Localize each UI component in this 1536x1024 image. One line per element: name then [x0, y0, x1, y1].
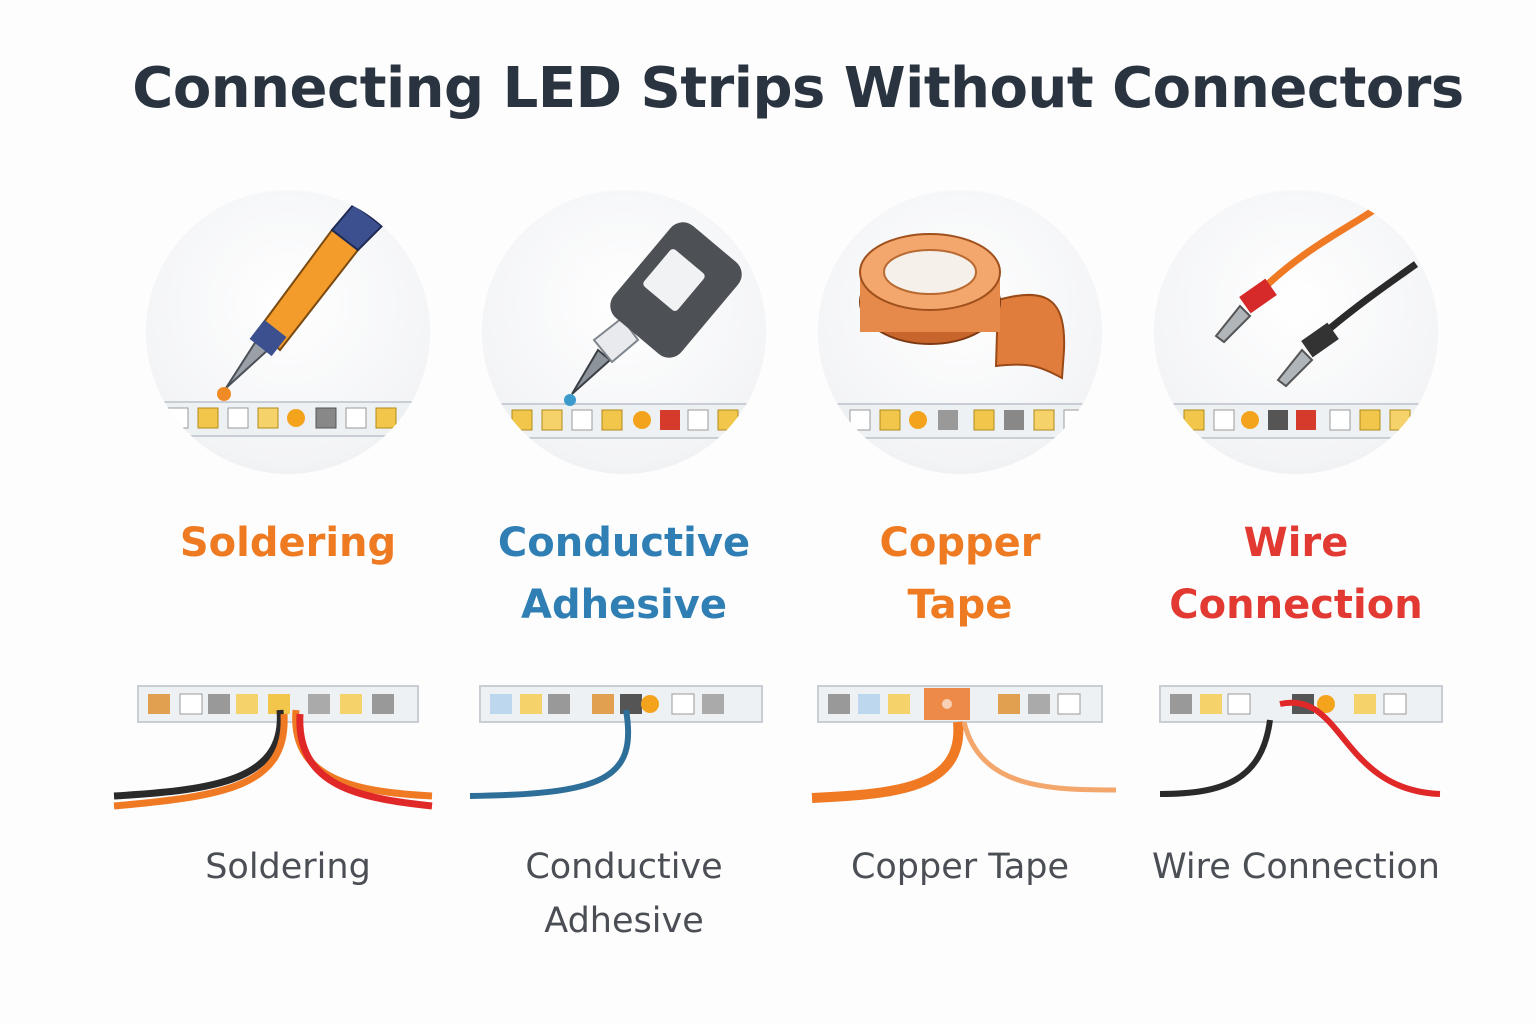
- wire-pins-icon: [1214, 207, 1419, 388]
- adhesive-tube-icon: [564, 222, 742, 406]
- method-title: Conductive Adhesive: [432, 512, 816, 636]
- method-caption: Soldering: [96, 840, 480, 894]
- method-title-line: Copper: [879, 520, 1041, 566]
- soldering-iron-icon: [217, 202, 384, 401]
- copper-tape-roll-icon: [859, 233, 1066, 380]
- caption-line: Conductive: [525, 847, 723, 887]
- method-title-line: Wire: [1243, 520, 1349, 566]
- adhesive-illustration: [482, 190, 766, 474]
- method-conductive-adhesive: Conductive Adhesive Conductive Adhesive: [432, 0, 816, 1024]
- caption-line: Copper Tape: [850, 847, 1070, 887]
- led-strip-icon: [146, 401, 430, 437]
- method-soldering: Soldering Soldering: [96, 0, 480, 1024]
- wire-illustration: [1154, 190, 1438, 474]
- led-strip-icon: [1154, 403, 1438, 439]
- led-strip-icon: [482, 403, 766, 439]
- caption-line: Soldering: [205, 847, 371, 887]
- soldering-connection-diagram: [96, 670, 480, 820]
- adhesive-connection-diagram: [432, 670, 816, 820]
- method-title-line: Soldering: [179, 520, 397, 566]
- method-title: Soldering: [96, 512, 480, 574]
- method-title-line: Conductive: [497, 520, 751, 566]
- copper-tape-connection-diagram: [768, 670, 1152, 820]
- method-title-line: Connection: [1169, 582, 1423, 628]
- method-title-line: Tape: [907, 582, 1013, 628]
- copper-tape-illustration: [818, 190, 1102, 474]
- method-caption: Copper Tape: [768, 840, 1152, 894]
- wire-connection-diagram: [1104, 670, 1488, 820]
- soldering-illustration: [146, 190, 430, 474]
- caption-line: Wire Connection: [1152, 847, 1440, 887]
- method-wire-connection: Wire Connection Wire Connection: [1104, 0, 1488, 1024]
- method-title: Wire Connection: [1104, 512, 1488, 636]
- led-strip-icon: [818, 403, 1102, 439]
- page-title: Connecting LED Strips Without Connectors: [132, 56, 1464, 121]
- method-caption: Conductive Adhesive: [432, 840, 816, 948]
- method-caption: Wire Connection: [1104, 840, 1488, 894]
- method-title-line: Adhesive: [521, 582, 727, 628]
- method-copper-tape: Copper Tape Copper Tape: [768, 0, 1152, 1024]
- caption-line: Adhesive: [544, 901, 704, 941]
- method-title: Copper Tape: [768, 512, 1152, 636]
